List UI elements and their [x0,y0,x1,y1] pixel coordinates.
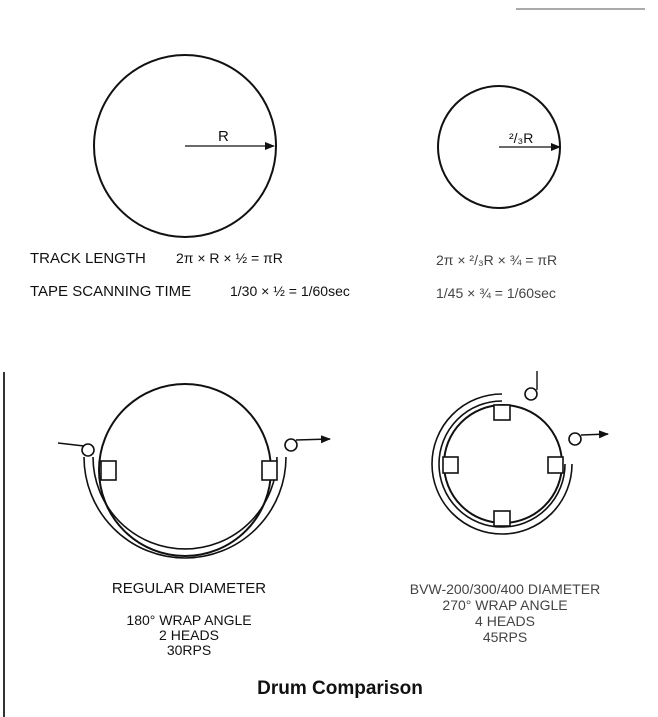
regular-radius-label: R [218,128,229,145]
regular-speed: 30RPS [166,642,212,658]
bvw-head-right [547,456,564,474]
bvw-tape-inner [438,400,566,528]
entry-guide-roller [81,443,95,457]
track-length-formula-regular: 2π × R × ½ = πR [176,250,283,266]
regular-diameter-title: REGULAR DIAMETER [111,580,267,597]
video-head-left [100,460,117,481]
tape-exit-arrow [295,435,331,444]
bvw-diameter-title: BVW-200/300/400 DIAMETER [409,581,601,597]
bvw-drum [443,404,563,524]
bvw-drum-assembly [431,371,609,535]
regular-tape-outer [83,456,287,559]
exit-guide-roller [284,438,298,452]
scan-time-formula-regular: 1/30 × ½ = 1/60sec [230,283,350,299]
bvw-exit-roller [568,432,582,446]
regular-wrap-angle: 180° WRAP ANGLE [126,612,252,628]
small-radius-label: ²/₃R [509,130,534,146]
regular-heads: 2 HEADS [159,627,219,643]
bvw-head-bottom [493,510,511,527]
tape-entry-line [57,442,85,447]
regular-drum [98,383,272,557]
scan-time-formula-small: 1/45 × ¾ = 1/60sec [436,285,556,301]
bvw-entry-roller [524,387,538,401]
regular-drum-circle [93,54,277,238]
bvw-tape-outer [431,393,573,535]
track-length-formula-small: 2π × ²/₃R × ¾ = πR [436,252,558,268]
bvw-head-left [442,456,459,474]
regular-drum-assembly [57,383,331,559]
track-length-label: TRACK LENGTH [30,250,146,267]
bvw-speed: 45RPS [482,629,528,645]
bvw-tape-exit-arrow [580,430,609,439]
bvw-wrap-angle: 270° WRAP ANGLE [442,597,568,613]
figure-caption: Drum Comparison [257,678,423,699]
bvw-head-top [493,404,511,421]
scan-time-label: TAPE SCANNING TIME [30,283,192,300]
bvw-heads: 4 HEADS [475,613,535,629]
regular-tape-inner [92,456,278,550]
video-head-right [261,460,278,481]
